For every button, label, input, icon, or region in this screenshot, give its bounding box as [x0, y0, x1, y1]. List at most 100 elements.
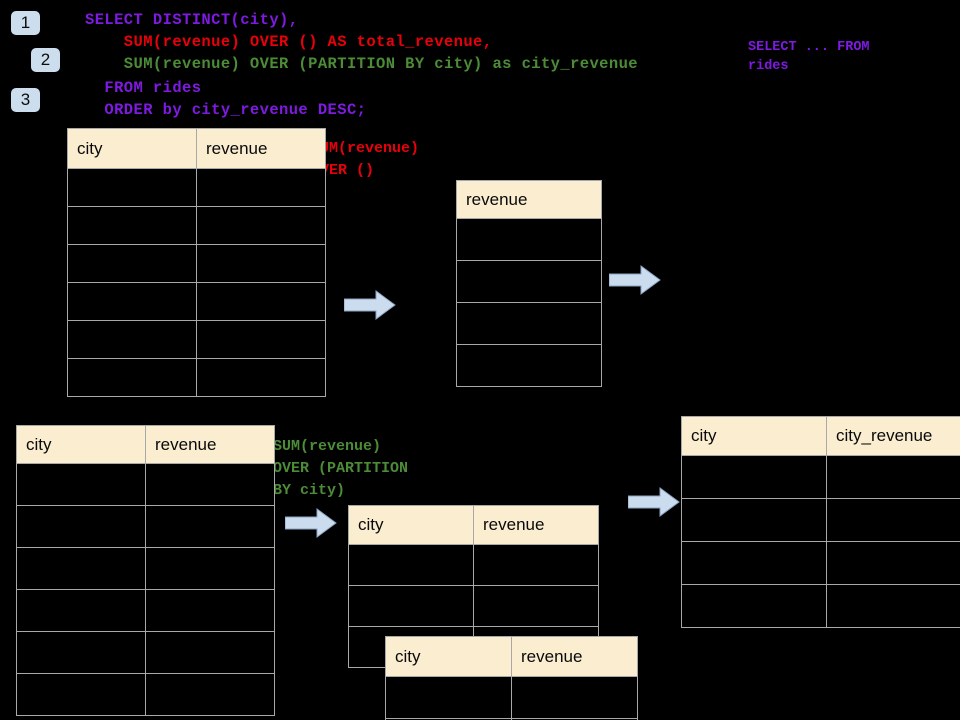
cell — [456, 302, 602, 345]
cell — [826, 541, 960, 585]
table-row — [456, 218, 602, 261]
cell — [16, 505, 146, 548]
cell — [145, 673, 275, 716]
table-row — [456, 260, 602, 303]
table-row — [67, 168, 326, 207]
cell — [348, 544, 474, 586]
column-header-revenue: revenue — [145, 425, 275, 464]
table-row — [67, 244, 326, 283]
cell — [16, 673, 146, 716]
table-partition-front: city revenue — [385, 636, 638, 720]
step-badge-1-label: 1 — [20, 13, 31, 32]
sql-line-total-revenue: SUM(revenue) OVER () AS total_revenue, — [85, 33, 493, 51]
table-row — [348, 544, 599, 586]
cell — [196, 358, 326, 397]
cell — [67, 168, 197, 207]
column-header-revenue: revenue — [456, 180, 602, 219]
cell — [16, 631, 146, 674]
cell — [681, 584, 827, 628]
cell — [826, 584, 960, 628]
table-row — [16, 673, 275, 716]
cell — [145, 505, 275, 548]
annotation-select-from: SELECT ... FROM rides — [748, 40, 870, 74]
table-body — [16, 463, 275, 716]
step-badge-3-label: 3 — [20, 90, 31, 109]
cell — [145, 589, 275, 632]
cell — [681, 498, 827, 542]
table-body — [681, 455, 960, 628]
table-header-row: city revenue — [16, 425, 275, 464]
sql-line-from: FROM rides — [85, 79, 202, 97]
table-body — [385, 676, 638, 720]
cell — [196, 168, 326, 207]
table-header-row: city revenue — [67, 128, 326, 169]
table-source-bottom: city revenue — [16, 425, 275, 716]
annotation-sum-over-empty: SUM(revenue) OVER () — [311, 140, 420, 179]
table-row — [16, 547, 275, 590]
arrow-source-to-total — [344, 290, 396, 320]
cell — [67, 358, 197, 397]
table-row — [385, 676, 638, 719]
table-row — [348, 585, 599, 627]
table-row — [16, 505, 275, 548]
cell — [145, 547, 275, 590]
cell — [196, 282, 326, 321]
cell — [385, 676, 512, 719]
table-row — [456, 302, 602, 345]
cell — [145, 463, 275, 506]
arrow-source-to-partition — [285, 508, 337, 538]
table-row — [67, 358, 326, 397]
column-header-revenue: revenue — [473, 505, 599, 545]
cell — [16, 547, 146, 590]
cell — [681, 455, 827, 499]
table-header-row: city revenue — [348, 505, 599, 545]
cell — [16, 463, 146, 506]
table-row — [385, 718, 638, 720]
table-body — [67, 168, 326, 397]
column-header-revenue: revenue — [511, 636, 638, 677]
column-header-revenue: revenue — [196, 128, 326, 169]
column-header-city: city — [348, 505, 474, 545]
step-badge-2-label: 2 — [40, 50, 51, 69]
table-row — [681, 584, 960, 628]
cell — [456, 344, 602, 387]
cell — [67, 206, 197, 245]
table-result: city city_revenue — [681, 416, 960, 628]
column-header-city: city — [16, 425, 146, 464]
table-row — [681, 498, 960, 542]
cell — [145, 631, 275, 674]
table-header-row: city revenue — [385, 636, 638, 677]
step-badge-3: 3 — [11, 88, 40, 112]
table-row — [681, 541, 960, 585]
cell — [826, 455, 960, 499]
cell — [473, 544, 599, 586]
cell — [826, 498, 960, 542]
sql-line-select: SELECT DISTINCT(city), — [85, 11, 299, 29]
annotation-sum-over-partition: SUM(revenue) OVER (PARTITION BY city) — [273, 438, 409, 499]
table-row — [16, 589, 275, 632]
table-row — [67, 320, 326, 359]
cell — [473, 585, 599, 627]
table-row — [16, 463, 275, 506]
table-row — [67, 282, 326, 321]
table-row — [67, 206, 326, 245]
cell — [196, 206, 326, 245]
arrow-partition-to-result — [628, 487, 680, 517]
column-header-city-revenue: city_revenue — [826, 416, 960, 456]
sql-line-order-by: ORDER by city_revenue DESC; — [85, 101, 367, 119]
table-header-row: revenue — [456, 180, 602, 219]
column-header-city: city — [681, 416, 827, 456]
cell — [196, 244, 326, 283]
column-header-city: city — [385, 636, 512, 677]
cell — [456, 218, 602, 261]
step-badge-2: 2 — [31, 48, 60, 72]
cell — [16, 589, 146, 632]
table-body — [456, 218, 602, 387]
cell — [456, 260, 602, 303]
cell — [196, 320, 326, 359]
table-row — [16, 631, 275, 674]
table-header-row: city city_revenue — [681, 416, 960, 456]
step-badge-1: 1 — [11, 11, 40, 35]
table-source-top: city revenue — [67, 128, 326, 397]
